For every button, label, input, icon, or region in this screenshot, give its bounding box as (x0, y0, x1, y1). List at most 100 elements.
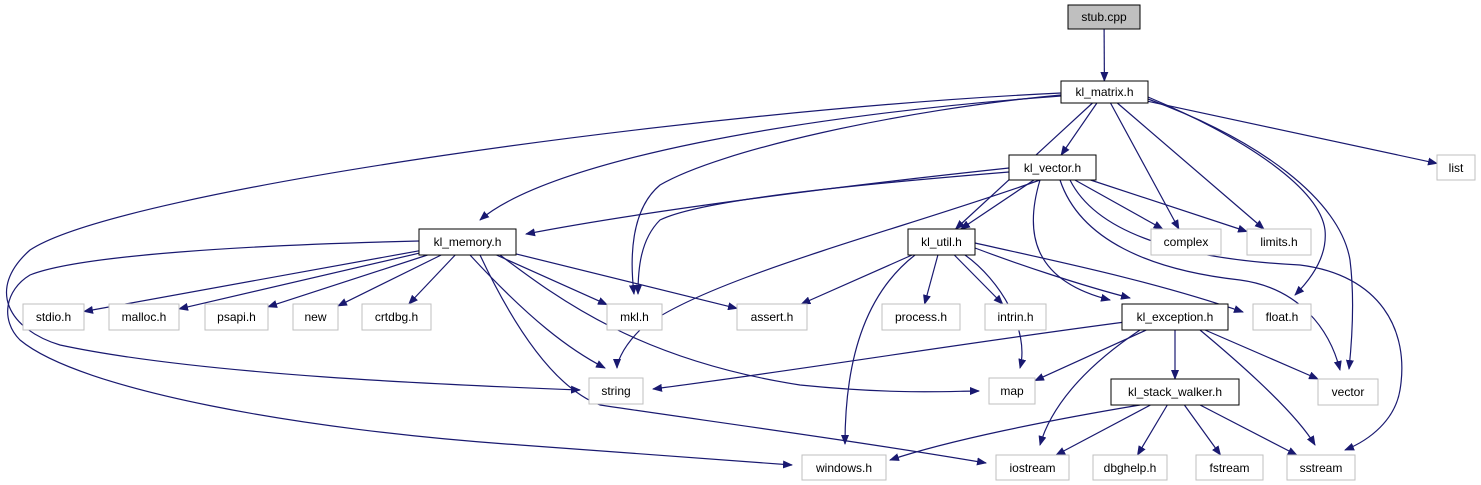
node-label: limits.h (1260, 235, 1297, 249)
edge-kl-memory-h-to-mkl-h (496, 254, 608, 306)
node-label: stdio.h (36, 310, 71, 324)
node-kl-memory-h[interactable]: kl_memory.h (418, 228, 517, 256)
node-label: windows.h (815, 461, 872, 475)
edge-kl-matrix-h-to-vector (1147, 98, 1354, 370)
node-mkl-h[interactable]: mkl.h (606, 303, 663, 331)
node-label: fstream (1209, 461, 1249, 475)
edge-kl-util-h-to-assert-h (800, 254, 913, 305)
node-label: map (1000, 384, 1024, 398)
node-label: iostream (1009, 461, 1055, 475)
nodes-layer: stub.cpp kl_matrix.h kl_vector.h list kl… (22, 4, 1476, 481)
edge-kl-matrix-h-to-kl-vector-h (1060, 102, 1098, 156)
edge-kl-exception-h-to-iostream (1038, 329, 1141, 446)
edge-kl-matrix-h-to-limits-h (1116, 102, 1265, 230)
edge-kl-util-h-to-process-h (923, 254, 939, 305)
node-process-h[interactable]: process.h (881, 303, 961, 331)
node-label: process.h (895, 310, 947, 324)
node-label: float.h (1266, 310, 1299, 324)
edge-kl-stack-walker-h-to-iostream (1055, 404, 1151, 456)
node-string[interactable]: string (588, 377, 644, 405)
node-kl-util-h[interactable]: kl_util.h (907, 228, 976, 256)
node-kl-vector-h[interactable]: kl_vector.h (1008, 154, 1097, 181)
edge-kl-vector-h-to-sstream (1069, 179, 1403, 451)
node-sstream[interactable]: sstream (1286, 454, 1356, 481)
node-stdio-h[interactable]: stdio.h (22, 303, 85, 331)
edge-kl-vector-h-to-limits-h (1090, 179, 1248, 233)
node-label: malloc.h (122, 310, 167, 324)
edge-kl-stack-walker-h-to-sstream (1199, 404, 1298, 456)
edge-kl-stack-walker-h-to-dbghelp-h (1136, 404, 1168, 456)
node-label: stub.cpp (1081, 10, 1127, 24)
node-label: complex (1164, 235, 1209, 249)
edge-kl-matrix-h-to-mkl-h (628, 94, 1062, 295)
edge-kl-vector-h-to-kl-util-h (960, 179, 1035, 230)
edge-kl-memory-h-to-windows-h (7, 240, 793, 469)
node-kl-stack-walker-h[interactable]: kl_stack_walker.h (1110, 378, 1240, 406)
node-new[interactable]: new (292, 303, 339, 331)
node-float-h[interactable]: float.h (1252, 303, 1312, 331)
edge-kl-matrix-h-to-string (5, 92, 1062, 394)
node-label: intrin.h (997, 310, 1033, 324)
node-label: kl_exception.h (1137, 310, 1214, 324)
edge-kl-stack-walker-h-to-windows-h (889, 404, 1141, 461)
edges-layer (5, 28, 1438, 469)
node-list[interactable]: list (1436, 154, 1476, 181)
node-label: kl_stack_walker.h (1128, 385, 1222, 399)
node-malloc-h[interactable]: malloc.h (108, 303, 180, 331)
node-label: kl_vector.h (1024, 161, 1081, 175)
node-label: kl_matrix.h (1075, 85, 1133, 99)
node-label: new (304, 310, 326, 324)
node-label: psapi.h (217, 310, 256, 324)
edge-kl-matrix-h-to-float-h (1147, 96, 1326, 296)
edge-kl-matrix-h-to-list (1147, 100, 1438, 166)
edge-kl-exception-h-to-sstream (1199, 329, 1316, 446)
edge-kl-memory-h-to-psapi-h (267, 254, 428, 308)
edge-kl-memory-h-to-crtdbg-h (408, 254, 456, 305)
edge-kl-memory-h-to-string (469, 254, 606, 369)
node-label: dbghelp.h (1104, 461, 1157, 475)
edge-kl-vector-h-to-string (613, 179, 1041, 369)
node-vector[interactable]: vector (1317, 378, 1379, 406)
node-label: mkl.h (620, 310, 649, 324)
node-label: sstream (1300, 461, 1343, 475)
node-psapi-h[interactable]: psapi.h (204, 303, 269, 331)
edge-kl-vector-h-to-complex (1074, 179, 1164, 230)
edge-kl-memory-h-to-new (337, 254, 442, 307)
node-kl-matrix-h[interactable]: kl_matrix.h (1060, 80, 1149, 104)
node-limits-h[interactable]: limits.h (1246, 228, 1312, 256)
node-stub-cpp[interactable]: stub.cpp (1067, 4, 1141, 30)
edge-kl-memory-h-to-iostream (479, 254, 987, 466)
node-intrin-h[interactable]: intrin.h (984, 303, 1047, 331)
node-kl-exception-h[interactable]: kl_exception.h (1121, 303, 1229, 331)
node-label: list (1449, 161, 1464, 175)
edge-kl-util-h-to-float-h (974, 242, 1244, 313)
edge-kl-stack-walker-h-to-fstream (1183, 404, 1222, 456)
edge-kl-util-h-to-kl-exception-h (974, 247, 1131, 300)
node-dbghelp-h[interactable]: dbghelp.h (1092, 454, 1168, 481)
node-label: vector (1332, 385, 1365, 399)
edge-kl-exception-h-to-vector (1204, 329, 1319, 380)
edge-kl-memory-h-to-malloc-h (178, 252, 420, 311)
edge-kl-memory-h-to-map (499, 254, 980, 396)
edge-kl-vector-h-to-mkl-h (634, 171, 1010, 295)
node-label: kl_memory.h (434, 235, 502, 249)
edge-kl-vector-h-to-kl-exception-h (1032, 179, 1111, 302)
edge-kl-exception-h-to-string (652, 321, 1126, 392)
node-crtdbg-h[interactable]: crtdbg.h (361, 303, 432, 331)
edge-kl-util-h-to-windows-h (841, 254, 916, 445)
edge-kl-matrix-h-to-kl-memory-h (479, 95, 1062, 221)
edge-kl-matrix-h-to-complex (1109, 102, 1180, 230)
node-windows-h[interactable]: windows.h (801, 454, 887, 481)
edge-kl-memory-h-to-stdio-h (83, 250, 420, 314)
node-assert-h[interactable]: assert.h (736, 303, 808, 331)
edge-kl-util-h-to-intrin-h (953, 254, 1004, 305)
node-complex[interactable]: complex (1150, 228, 1222, 256)
edge-kl-memory-h-to-assert-h (515, 253, 738, 311)
node-label: kl_util.h (921, 235, 962, 249)
edge-kl-vector-h-to-vector (1059, 179, 1342, 371)
node-fstream[interactable]: fstream (1195, 454, 1264, 481)
node-label: crtdbg.h (375, 310, 418, 324)
node-iostream[interactable]: iostream (995, 454, 1070, 481)
node-map[interactable]: map (988, 377, 1036, 405)
